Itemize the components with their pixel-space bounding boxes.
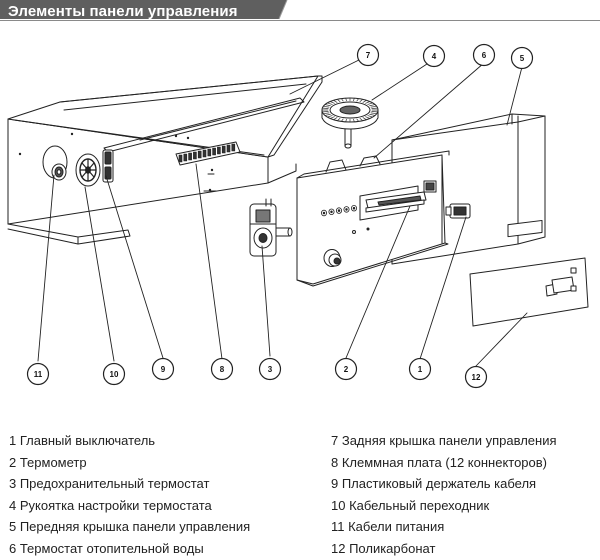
callout-number: 5 [520, 54, 525, 63]
callout-9: 9 [153, 359, 174, 380]
page-title: Элементы панели управления [8, 3, 238, 20]
title-bar: Элементы панели управления [0, 0, 600, 24]
terminal-connector [189, 153, 192, 160]
callout-number: 8 [220, 365, 225, 374]
callout-number: 3 [268, 365, 273, 374]
legend-right-column: 7 Задняя крышка панели управления 8 Клем… [331, 430, 557, 560]
callout-number: 2 [344, 365, 349, 374]
callout-number: 11 [34, 370, 43, 379]
callout-11: 11 [28, 364, 49, 385]
callout-3: 3 [260, 359, 281, 380]
terminal-connector [227, 145, 230, 152]
terminal-connector [232, 144, 235, 151]
terminal-connector [193, 152, 196, 159]
callout-6: 6 [474, 45, 495, 66]
callout-2: 2 [336, 359, 357, 380]
legend-item: 2 Термометр [9, 452, 250, 474]
callout-number: 12 [472, 373, 481, 382]
callout-number: 6 [482, 51, 487, 60]
legend-item: 10 Кабельный переходник [331, 495, 557, 517]
callout-1: 1 [410, 359, 431, 380]
legend-item: 4 Рукоятка настройки термостата [9, 495, 250, 517]
legend-item: 5 Передняя крышка панели управления [9, 516, 250, 538]
legend-item: 11 Кабели питания [331, 516, 557, 538]
main-switch [446, 204, 470, 218]
callout-number: 1 [418, 365, 423, 374]
callout-number: 9 [161, 365, 166, 374]
thermostat-knob [322, 98, 378, 148]
callout-number: 10 [110, 370, 119, 379]
callout-5: 5 [512, 48, 533, 69]
legend-item: 3 Предохранительный термостат [9, 473, 250, 495]
callout-10: 10 [104, 364, 125, 385]
legend-item: 9 Пластиковый держатель кабеля [331, 473, 557, 495]
cable-adapter [76, 154, 100, 186]
terminal-connector [179, 155, 182, 162]
terminal-connector [184, 154, 187, 161]
callout-4: 4 [424, 46, 445, 67]
legend-left-column: 1 Главный выключатель 2 Термометр 3 Пред… [9, 430, 250, 560]
legend-item: 6 Термостат отопительной воды [9, 538, 250, 560]
terminal-connector [213, 148, 216, 155]
legend-item: 1 Главный выключатель [9, 430, 250, 452]
terminal-connector [217, 147, 220, 154]
terminal-connector [198, 151, 201, 158]
safety-thermostat [250, 199, 292, 256]
legend-item: 8 Клеммная плата (12 коннекторов) [331, 452, 557, 474]
callout-7: 7 [358, 45, 379, 66]
terminal-connector [222, 146, 225, 153]
terminal-connector [208, 149, 211, 156]
plastic-cable-holder [103, 150, 113, 182]
terminal-connector [203, 150, 206, 157]
callout-number: 4 [432, 52, 437, 61]
callout-12: 12 [466, 367, 487, 388]
callout-number: 7 [366, 51, 371, 60]
callout-8: 8 [212, 359, 233, 380]
legend-item: 7 Задняя крышка панели управления [331, 430, 557, 452]
legend-item: 12 Поликарбонат [331, 538, 557, 560]
